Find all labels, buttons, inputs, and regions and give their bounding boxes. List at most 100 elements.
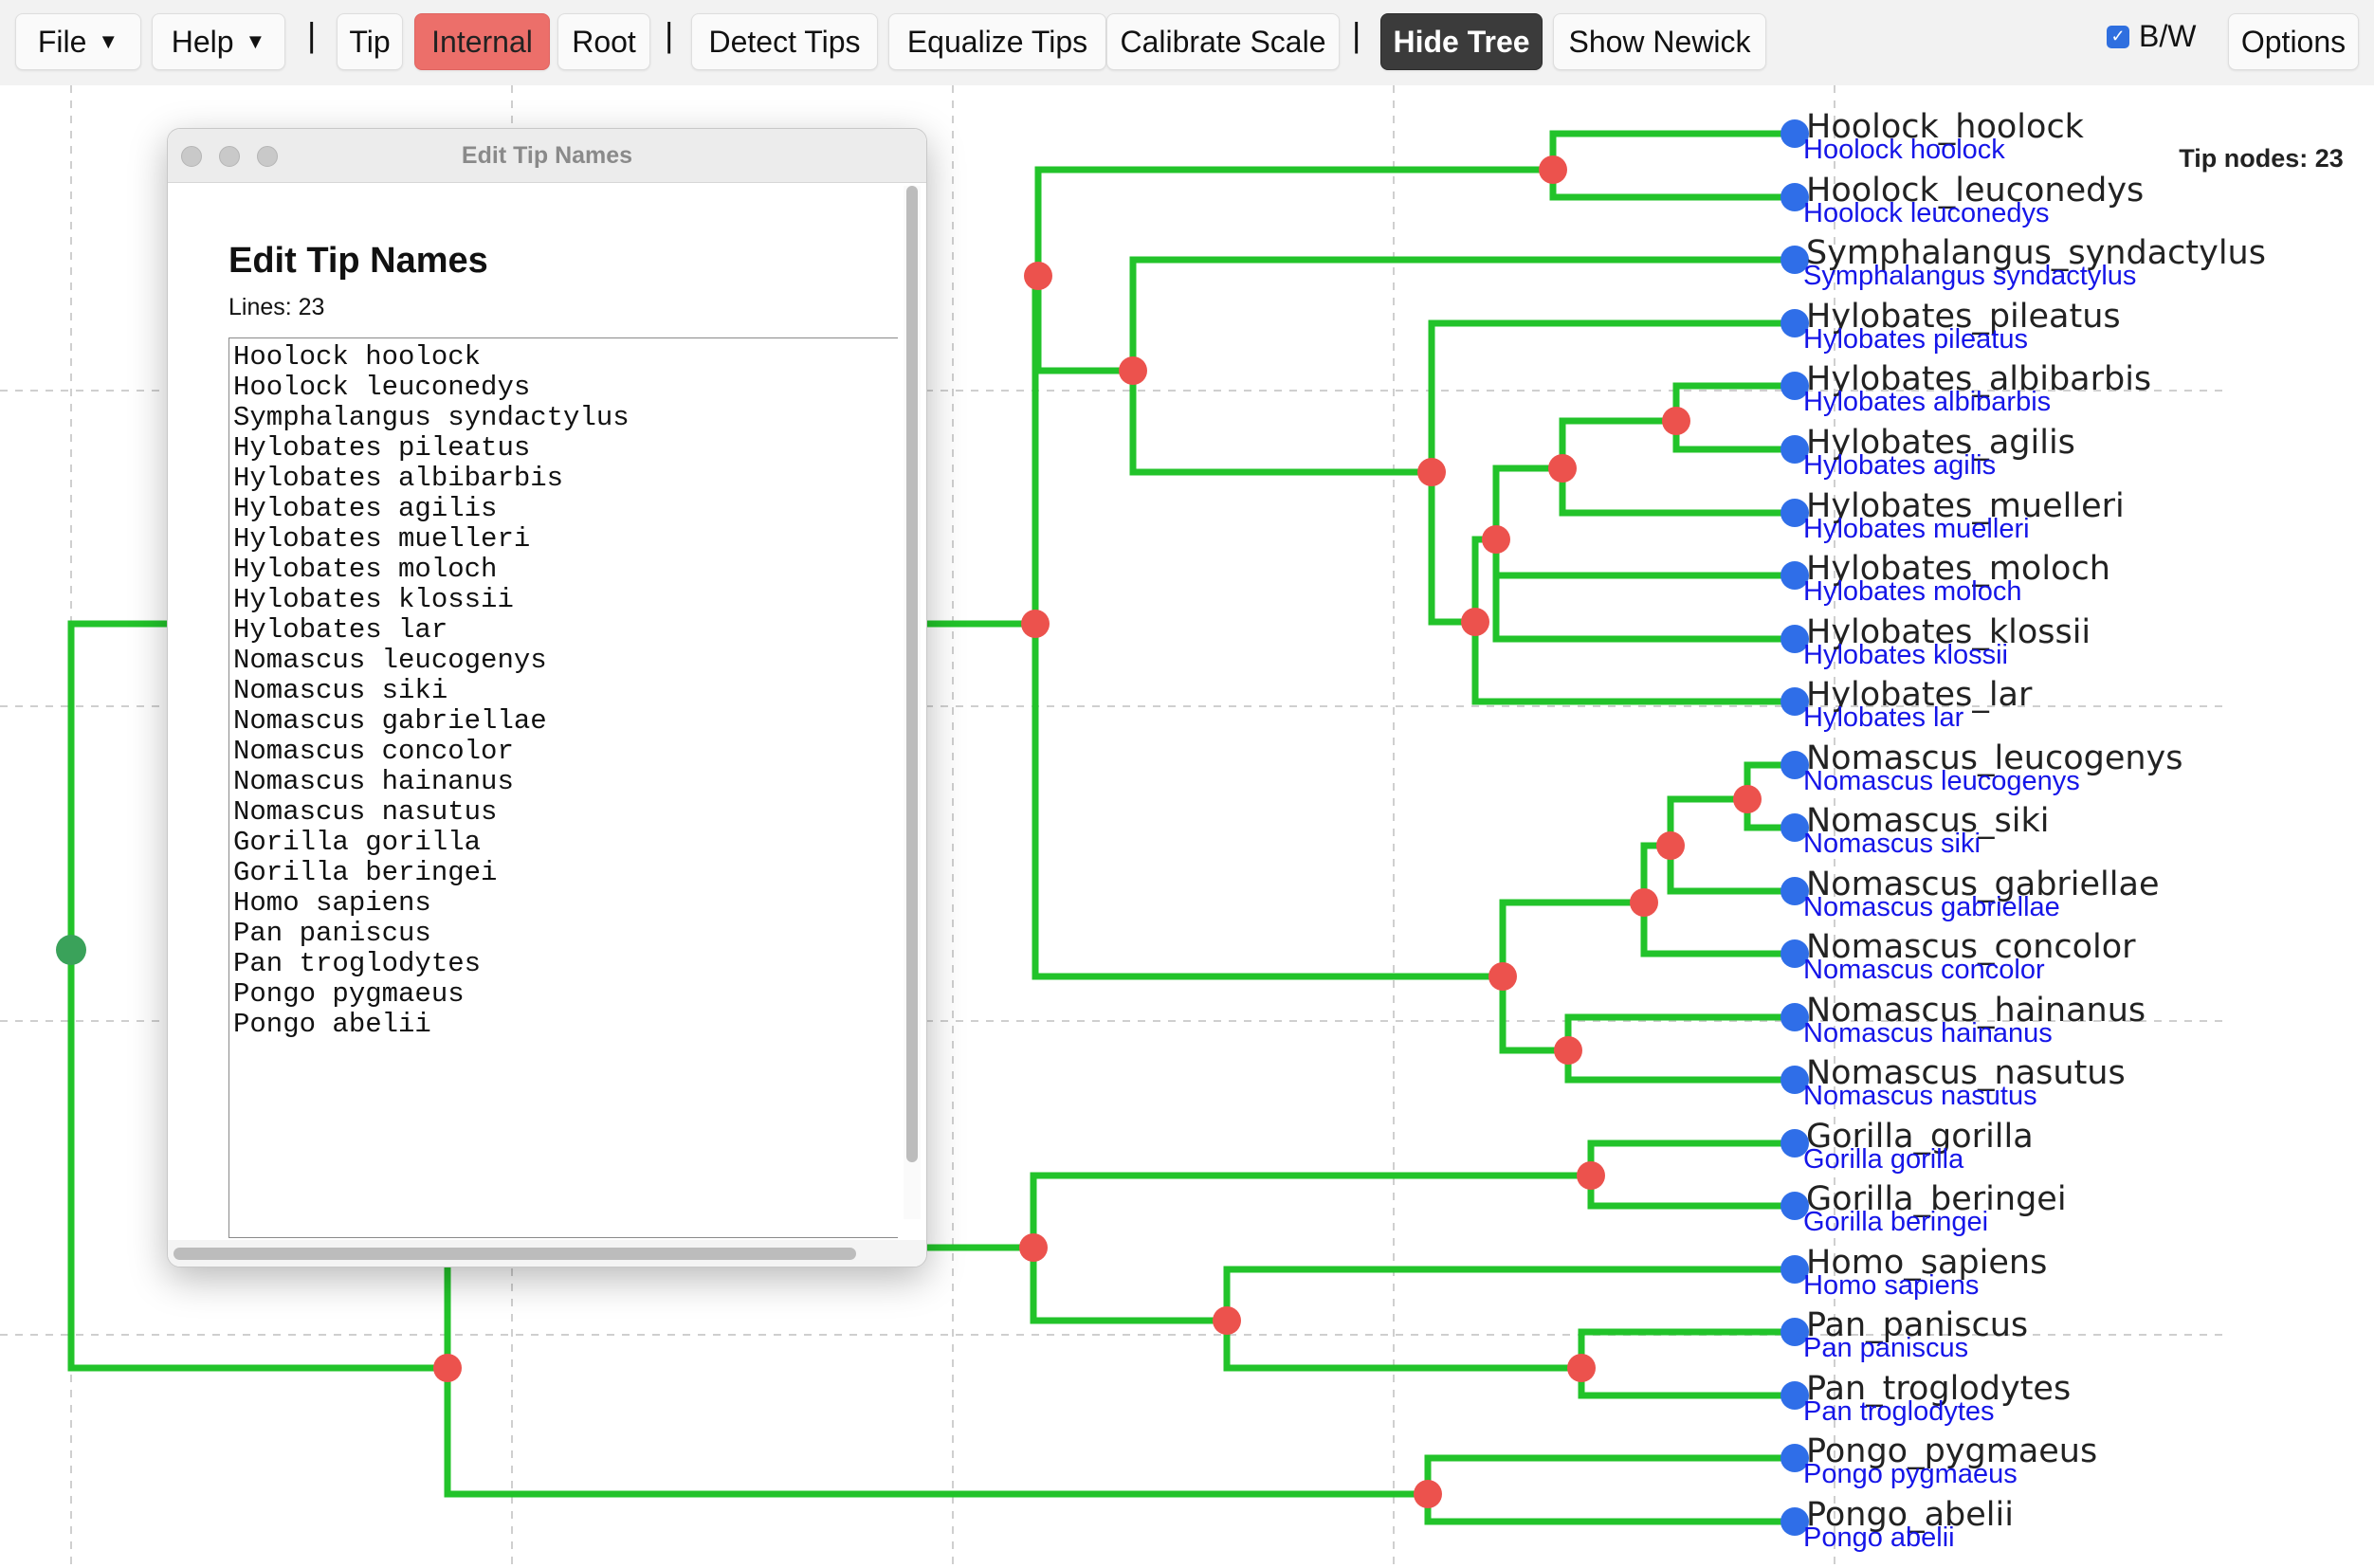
internal-node[interactable] — [1213, 1306, 1241, 1335]
tip-label: Gorilla_gorilla — [1806, 1118, 2034, 1156]
internal-node[interactable] — [1019, 1233, 1048, 1262]
tip-label: Hylobates_muelleri — [1806, 487, 2125, 525]
internal-node[interactable] — [1024, 262, 1052, 290]
tip-label: Nomascus_hainanus — [1806, 992, 2146, 1030]
tip-node[interactable] — [1780, 246, 1809, 274]
tree-canvas[interactable]: Hoolock_hoolockHoolock_leuconedysSymphal… — [0, 85, 2374, 1568]
internal-node[interactable] — [1461, 608, 1489, 636]
internal-node[interactable] — [1414, 1480, 1442, 1508]
tip-node[interactable] — [1780, 813, 1809, 842]
tip-label-overlay: Pongo abelii — [1803, 1522, 1955, 1553]
bw-toggle[interactable]: ✓ B/W — [2107, 19, 2196, 54]
calibrate-scale-button[interactable]: Calibrate Scale — [1106, 13, 1340, 70]
tip-node[interactable] — [1780, 1444, 1809, 1472]
tip-label-overlay: Hoolock hoolock — [1803, 135, 2005, 165]
internal-mode-button[interactable]: Internal — [414, 13, 550, 70]
internal-node[interactable] — [1021, 610, 1050, 638]
internal-node[interactable] — [1417, 458, 1446, 486]
tip-node[interactable] — [1780, 1192, 1809, 1220]
toolbar-separator: | — [665, 15, 674, 54]
tip-node[interactable] — [1780, 119, 1809, 148]
tip-label: Hylobates_lar — [1806, 676, 2033, 714]
chevron-down-icon: ▼ — [98, 29, 119, 53]
tip-node[interactable] — [1780, 1255, 1809, 1284]
tip-node[interactable] — [1780, 1381, 1809, 1410]
tip-label-overlay: Pan troglodytes — [1803, 1396, 1995, 1427]
tip-label: Hylobates_agilis — [1806, 424, 2075, 462]
tip-node[interactable] — [1780, 309, 1809, 337]
hide-tree-button[interactable]: Hide Tree — [1380, 13, 1543, 70]
dialog-heading: Edit Tip Names — [228, 241, 488, 281]
internal-node[interactable] — [1482, 525, 1510, 554]
close-window-icon[interactable] — [181, 146, 202, 167]
tip-label: Symphalangus_syndactylus — [1806, 234, 2266, 272]
tip-label: Hylobates_klossii — [1806, 613, 2091, 651]
tip-label-overlay: Gorilla gorilla — [1803, 1144, 1964, 1175]
tip-label-overlay: Hylobates lar — [1803, 702, 1964, 733]
chevron-down-icon: ▼ — [245, 29, 266, 53]
tip-node[interactable] — [1780, 183, 1809, 211]
tip-node[interactable] — [1780, 1318, 1809, 1346]
tip-label-overlay: Hylobates muelleri — [1803, 514, 2030, 544]
internal-node[interactable] — [1548, 454, 1577, 483]
checkbox-checked-icon[interactable]: ✓ — [2107, 25, 2129, 48]
show-newick-button[interactable]: Show Newick — [1553, 13, 1766, 70]
tip-label-overlay: Nomascus concolor — [1803, 955, 2045, 985]
tip-node[interactable] — [1780, 625, 1809, 653]
internal-node[interactable] — [1119, 356, 1147, 385]
tip-label: Nomascus_gabriellae — [1806, 866, 2160, 903]
tip-node[interactable] — [1780, 1129, 1809, 1158]
zoom-window-icon[interactable] — [257, 146, 278, 167]
internal-node[interactable] — [1662, 407, 1690, 435]
tip-label-overlay: Pan paniscus — [1803, 1333, 1968, 1363]
tip-label: Pongo_pygmaeus — [1806, 1432, 2097, 1470]
tip-label-overlay: Hylobates albibarbis — [1803, 387, 2051, 417]
tip-label: Nomascus_concolor — [1806, 928, 2136, 966]
horizontal-scrollbar[interactable] — [168, 1240, 926, 1267]
tip-node[interactable] — [1780, 499, 1809, 527]
equalize-tips-button[interactable]: Equalize Tips — [888, 13, 1106, 70]
tip-label-overlay: Nomascus siki — [1803, 829, 1981, 859]
file-menu-label: File — [37, 24, 87, 59]
tip-label-overlay: Hylobates moloch — [1803, 576, 2022, 607]
file-menu-button[interactable]: File ▼ — [15, 13, 141, 70]
options-button[interactable]: Options — [2228, 13, 2359, 70]
root-mode-button[interactable]: Root — [557, 13, 650, 70]
internal-node[interactable] — [1630, 888, 1658, 917]
help-menu-label: Help — [171, 24, 234, 59]
tip-node[interactable] — [1780, 687, 1809, 716]
tip-node[interactable] — [1780, 435, 1809, 464]
dialog-titlebar[interactable]: Edit Tip Names — [168, 129, 926, 183]
tip-label-overlay: Hoolock leuconedys — [1803, 198, 2050, 228]
internal-node[interactable] — [1577, 1161, 1605, 1190]
internal-node[interactable] — [433, 1354, 462, 1382]
internal-node[interactable] — [1656, 831, 1685, 860]
tip-node[interactable] — [1780, 751, 1809, 779]
tip-node[interactable] — [1780, 372, 1809, 400]
help-menu-button[interactable]: Help ▼ — [152, 13, 285, 70]
internal-node[interactable] — [1488, 962, 1517, 991]
internal-node[interactable] — [1733, 785, 1762, 813]
tip-node[interactable] — [1780, 561, 1809, 590]
tip-count-badge: Tip nodes: 23 — [2158, 137, 2365, 180]
tip-label-overlay: Nomascus nasutus — [1803, 1081, 2037, 1111]
horizontal-scrollbar-thumb[interactable] — [173, 1248, 856, 1260]
vertical-scrollbar-thumb[interactable] — [906, 186, 918, 1162]
tip-node[interactable] — [1780, 1003, 1809, 1031]
tip-names-textarea[interactable]: Hoolock hoolock Hoolock leuconedys Symph… — [228, 337, 898, 1238]
minimize-window-icon[interactable] — [219, 146, 240, 167]
tip-node[interactable] — [1780, 939, 1809, 968]
internal-node[interactable] — [1567, 1354, 1596, 1382]
tip-label: Pan_troglodytes — [1806, 1370, 2071, 1408]
tip-mode-button[interactable]: Tip — [337, 13, 403, 70]
toolbar-separator: | — [307, 15, 317, 54]
internal-node[interactable] — [1539, 155, 1567, 184]
tip-node[interactable] — [1780, 877, 1809, 905]
root-node[interactable] — [56, 935, 86, 965]
tip-node[interactable] — [1780, 1066, 1809, 1094]
detect-tips-button[interactable]: Detect Tips — [691, 13, 878, 70]
vertical-scrollbar[interactable] — [904, 186, 921, 1219]
tip-label: Hoolock_leuconedys — [1806, 172, 2144, 210]
internal-node[interactable] — [1554, 1036, 1582, 1065]
tip-node[interactable] — [1780, 1507, 1809, 1536]
